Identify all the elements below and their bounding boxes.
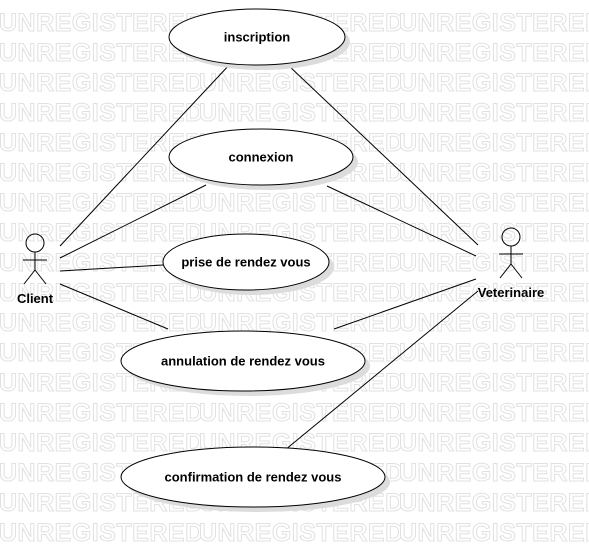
watermark-text: UNREGISTERED <box>0 69 204 97</box>
actor-label: Veterinaire <box>478 285 545 300</box>
use-case-ellipse[interactable] <box>120 330 366 392</box>
association-veterinaire-annulation[interactable] <box>333 278 477 330</box>
association-veterinaire-confirmation[interactable] <box>284 290 479 451</box>
watermark-text: UNREGISTERED <box>399 249 589 277</box>
use-case-label: connexion <box>228 150 293 165</box>
actor-right-leg-icon <box>34 269 47 285</box>
watermark-text: UNREGISTERED <box>199 69 404 97</box>
association-veterinaire-inscription[interactable] <box>287 64 479 246</box>
watermark-text: UNREGISTERED <box>0 99 204 127</box>
actor-left-leg-icon <box>23 269 36 285</box>
watermark-text: UNREGISTERED <box>399 129 589 157</box>
actor-layer: Client Veterinaire <box>17 227 545 306</box>
use-case-ellipse[interactable] <box>168 8 346 66</box>
use-case-label: inscription <box>224 30 291 45</box>
watermark-text: UNREGISTERED <box>0 399 204 427</box>
watermark-text: UNREGISTERED <box>399 399 589 427</box>
association-client-prise[interactable] <box>59 264 164 272</box>
watermark-text: UNREGISTERED <box>0 159 204 187</box>
use-case-annulation[interactable]: annulation de rendez vous <box>120 330 370 396</box>
watermark-text: UNREGISTERED <box>199 399 404 427</box>
watermark-text: UNREGISTERED <box>399 39 589 67</box>
watermark-text: UNREGISTERED <box>0 39 204 67</box>
association-client-annulation[interactable] <box>59 283 169 330</box>
watermark-text: UNREGISTERED <box>399 189 589 217</box>
actor-left-leg-icon <box>499 263 512 279</box>
watermark-text: UNREGISTERED <box>399 9 589 37</box>
watermark-text: UNREGISTERED <box>0 189 204 217</box>
use-case-label: prise de rendez vous <box>181 255 310 270</box>
watermark-text: UNREGISTERED <box>0 429 204 457</box>
watermark-text: UNREGISTERED <box>399 429 589 457</box>
watermark-text: UNREGISTERED <box>399 519 589 545</box>
association-layer <box>59 62 479 451</box>
watermark-text: UNREGISTERED <box>0 9 204 37</box>
watermark-text: UNREGISTERED <box>399 279 589 307</box>
watermark-text: UNREGISTERED <box>399 459 589 487</box>
actor-veterinaire[interactable]: Veterinaire <box>478 227 545 300</box>
watermark-text: UNREGISTERED <box>199 99 404 127</box>
watermark-text: UNREGISTERED <box>399 489 589 517</box>
watermark-text: UNREGISTERED <box>399 369 589 397</box>
watermark-text: UNREGISTERED <box>0 219 204 247</box>
watermark-text: UNREGISTERED <box>0 279 204 307</box>
use-case-connexion[interactable]: connexion <box>168 128 358 190</box>
watermark-text: UNREGISTERED <box>399 309 589 337</box>
use-case-ellipse[interactable] <box>162 233 330 291</box>
use-case-ellipse[interactable] <box>168 128 354 186</box>
watermark-text: UNREGISTERED <box>0 519 204 545</box>
association-client-connexion[interactable] <box>59 184 207 259</box>
use-case-label: confirmation de rendez vous <box>165 470 342 485</box>
watermark-text: UNREGISTERED <box>399 69 589 97</box>
watermark-text: UNREGISTERED <box>399 219 589 247</box>
watermark-text: UNREGISTERED <box>199 519 404 545</box>
watermark-text: UNREGISTERED <box>399 339 589 367</box>
use-case-confirmation[interactable]: confirmation de rendez vous <box>120 446 390 512</box>
association-client-inscription[interactable] <box>59 62 232 247</box>
use-case-ellipse[interactable] <box>120 446 386 508</box>
use-case-prise[interactable]: prise de rendez vous <box>162 233 334 295</box>
actor-label: Client <box>17 291 54 306</box>
actor-right-leg-icon <box>510 263 523 279</box>
use-case-inscription[interactable]: inscription <box>168 8 350 70</box>
watermark-text: UNREGISTERED <box>399 99 589 127</box>
watermark-text: UNREGISTERED <box>199 189 404 217</box>
use-case-label: annulation de rendez vous <box>161 354 325 369</box>
association-veterinaire-connexion[interactable] <box>326 185 477 257</box>
use-case-layer: inscription connexion prise de rendez vous… <box>120 8 390 512</box>
watermark-text: UNREGISTERED <box>399 159 589 187</box>
watermark-text: UNREGISTERED <box>0 309 204 337</box>
actor-client[interactable]: Client <box>17 233 54 306</box>
